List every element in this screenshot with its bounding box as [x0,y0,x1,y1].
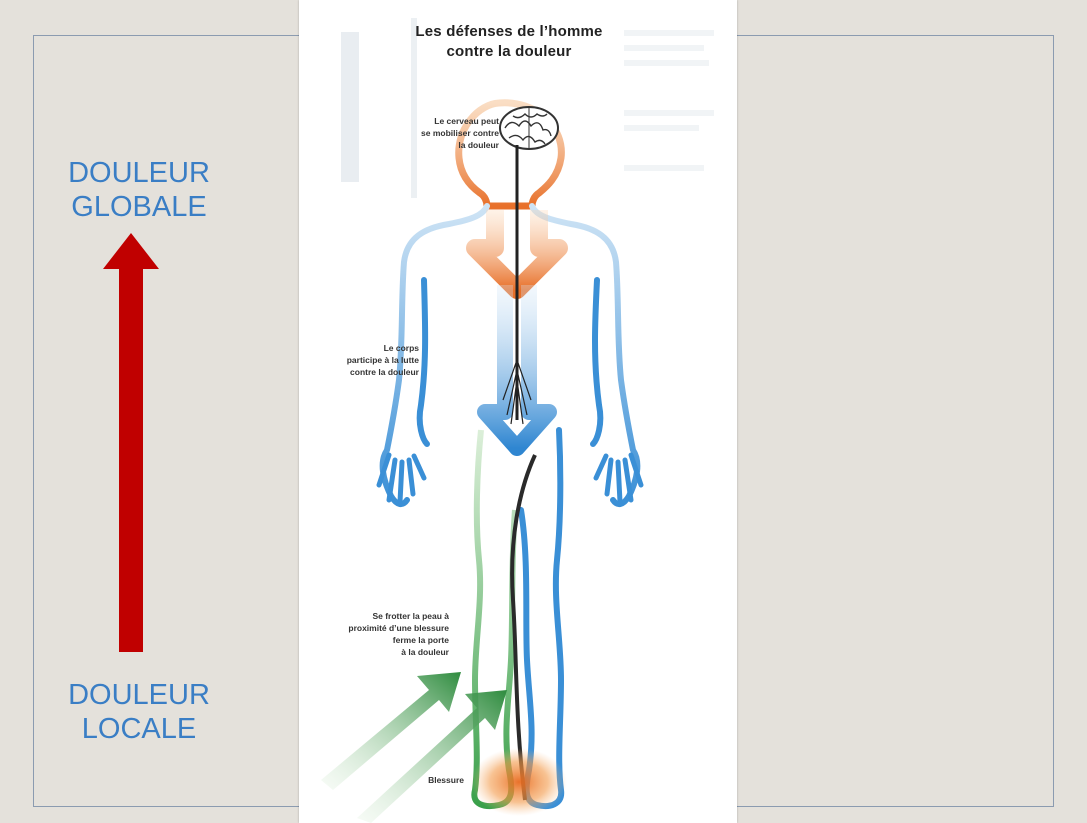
caption-skin-line2: proximité d’une blessure [309,622,449,634]
caption-brain-line3: la douleur [389,139,499,151]
up-arrow-icon [103,233,159,653]
caption-body-line1: Le corps [319,342,419,354]
wound-glow [471,748,567,816]
caption-skin: Se frotter la peau à proximité d’une ble… [309,610,449,658]
caption-body: Le corps participe à la lutte contre la … [319,342,419,378]
caption-body-line2: participe à la lutte [319,354,419,366]
caption-brain-line1: Le cerveau peut [389,115,499,127]
caption-skin-line1: Se frotter la peau à [309,610,449,622]
poster-image: Les défenses de l’homme contre la douleu… [299,0,737,823]
label-douleur-globale-line2: GLOBALE [29,190,249,224]
label-douleur-globale-line1: DOULEUR [29,156,249,190]
caption-brain-line2: se mobiliser contre [389,127,499,139]
label-douleur-locale: DOULEUR LOCALE [29,678,249,746]
caption-skin-line3: ferme la porte [309,634,449,646]
poster-title-line2: contre la douleur [359,43,659,60]
caption-skin-line4: à la douleur [309,646,449,658]
caption-wound: Blessure [409,774,464,786]
label-douleur-globale: DOULEUR GLOBALE [29,156,249,224]
label-douleur-locale-line1: DOULEUR [29,678,249,712]
poster-title-line1: Les défenses de l’homme [359,23,659,40]
hands [379,455,641,502]
label-douleur-locale-line2: LOCALE [29,712,249,746]
caption-body-line3: contre la douleur [319,366,419,378]
body-illustration [299,0,737,823]
brain-icon [500,107,558,149]
caption-brain: Le cerveau peut se mobiliser contre la d… [389,115,499,151]
